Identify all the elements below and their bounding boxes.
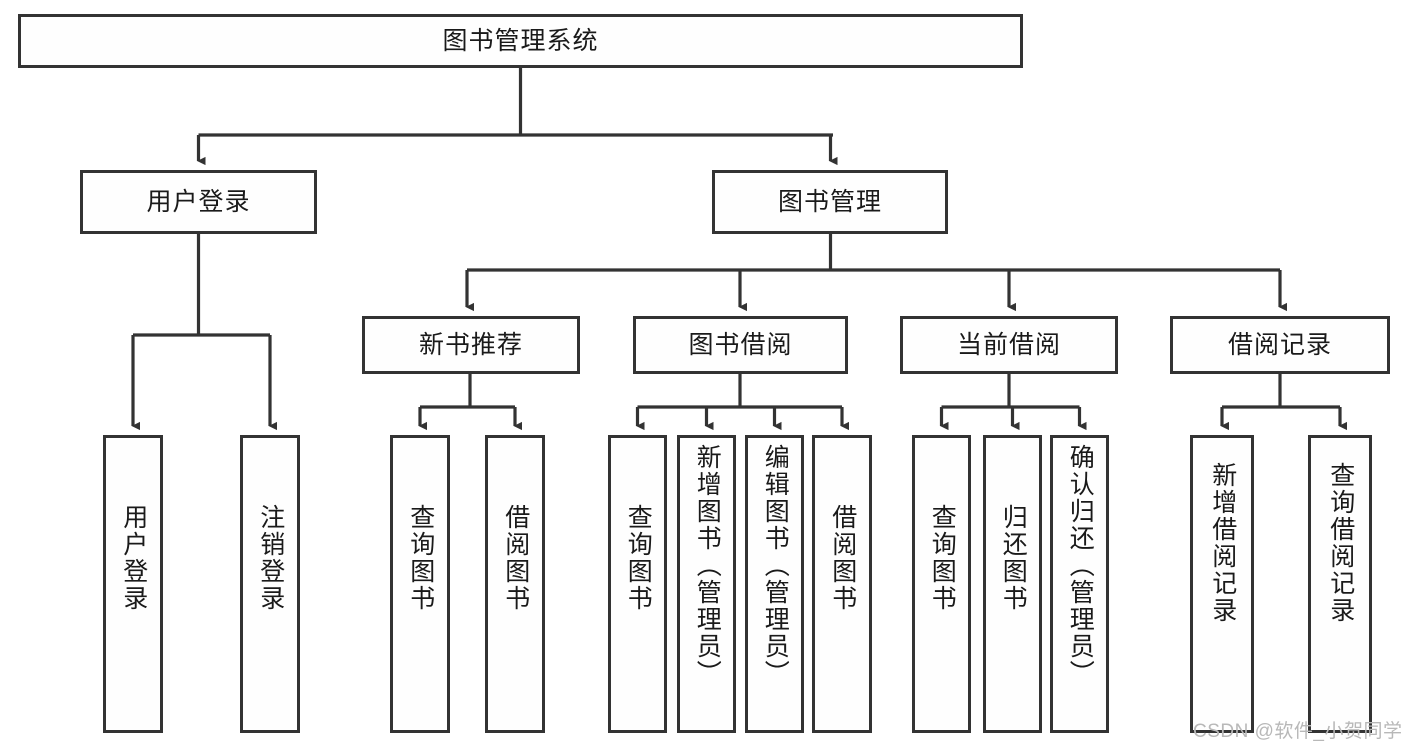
node-user-login[interactable]: 用户登录 bbox=[80, 170, 317, 234]
leaf-borrow-book-new-book[interactable]: 借阅图书 bbox=[485, 435, 545, 733]
leaf-label: 查询图书 bbox=[624, 504, 653, 612]
node-root-book-management-system[interactable]: 图书管理系统 bbox=[18, 14, 1023, 68]
node-label: 图书管理系统 bbox=[442, 27, 599, 55]
node-new-book-recommendation[interactable]: 新书推荐 bbox=[362, 316, 580, 374]
leaf-label: 归还图书 bbox=[999, 504, 1028, 612]
leaf-label: 用户登录 bbox=[119, 504, 148, 612]
node-borrow-records[interactable]: 借阅记录 bbox=[1170, 316, 1390, 374]
leaf-borrow-book-borrowing[interactable]: 借阅图书 bbox=[812, 435, 872, 733]
node-current-borrowing[interactable]: 当前借阅 bbox=[900, 316, 1118, 374]
leaf-query-book-borrowing[interactable]: 查询图书 bbox=[608, 435, 667, 733]
leaf-label: 查询图书 bbox=[928, 504, 957, 612]
leaf-return-book[interactable]: 归还图书 bbox=[983, 435, 1042, 733]
leaf-label: 编辑图书（管理员） bbox=[761, 444, 790, 687]
leaf-query-borrow-record[interactable]: 查询借阅记录 bbox=[1308, 435, 1372, 733]
leaf-label: 新增图书（管理员） bbox=[693, 444, 722, 687]
leaf-label: 借阅图书 bbox=[828, 504, 857, 612]
leaf-label: 查询图书 bbox=[406, 504, 435, 612]
node-book-borrowing[interactable]: 图书借阅 bbox=[633, 316, 848, 374]
node-label: 借阅记录 bbox=[1227, 331, 1332, 359]
leaf-logout[interactable]: 注销登录 bbox=[240, 435, 300, 733]
node-label: 图书管理 bbox=[777, 188, 882, 216]
leaf-label: 新增借阅记录 bbox=[1208, 462, 1237, 624]
leaf-label: 确认归还（管理员） bbox=[1066, 444, 1095, 687]
node-label: 用户登录 bbox=[146, 188, 251, 216]
leaf-add-borrow-record[interactable]: 新增借阅记录 bbox=[1190, 435, 1254, 733]
leaf-user-login[interactable]: 用户登录 bbox=[103, 435, 163, 733]
leaf-confirm-return-admin[interactable]: 确认归还（管理员） bbox=[1050, 435, 1109, 733]
node-label: 新书推荐 bbox=[418, 331, 523, 359]
leaf-label: 查询借阅记录 bbox=[1326, 462, 1355, 624]
node-label: 图书借阅 bbox=[688, 331, 793, 359]
leaf-edit-book-admin[interactable]: 编辑图书（管理员） bbox=[745, 435, 804, 733]
leaf-label: 借阅图书 bbox=[501, 504, 530, 612]
leaf-query-book-new-book[interactable]: 查询图书 bbox=[390, 435, 450, 733]
leaf-label: 注销登录 bbox=[256, 504, 285, 612]
leaf-query-book-current[interactable]: 查询图书 bbox=[912, 435, 971, 733]
node-book-management[interactable]: 图书管理 bbox=[712, 170, 948, 234]
node-label: 当前借阅 bbox=[956, 331, 1061, 359]
leaf-add-book-admin[interactable]: 新增图书（管理员） bbox=[677, 435, 736, 733]
csdn-watermark: CSDN @软件_小贺同学 bbox=[1193, 721, 1403, 742]
